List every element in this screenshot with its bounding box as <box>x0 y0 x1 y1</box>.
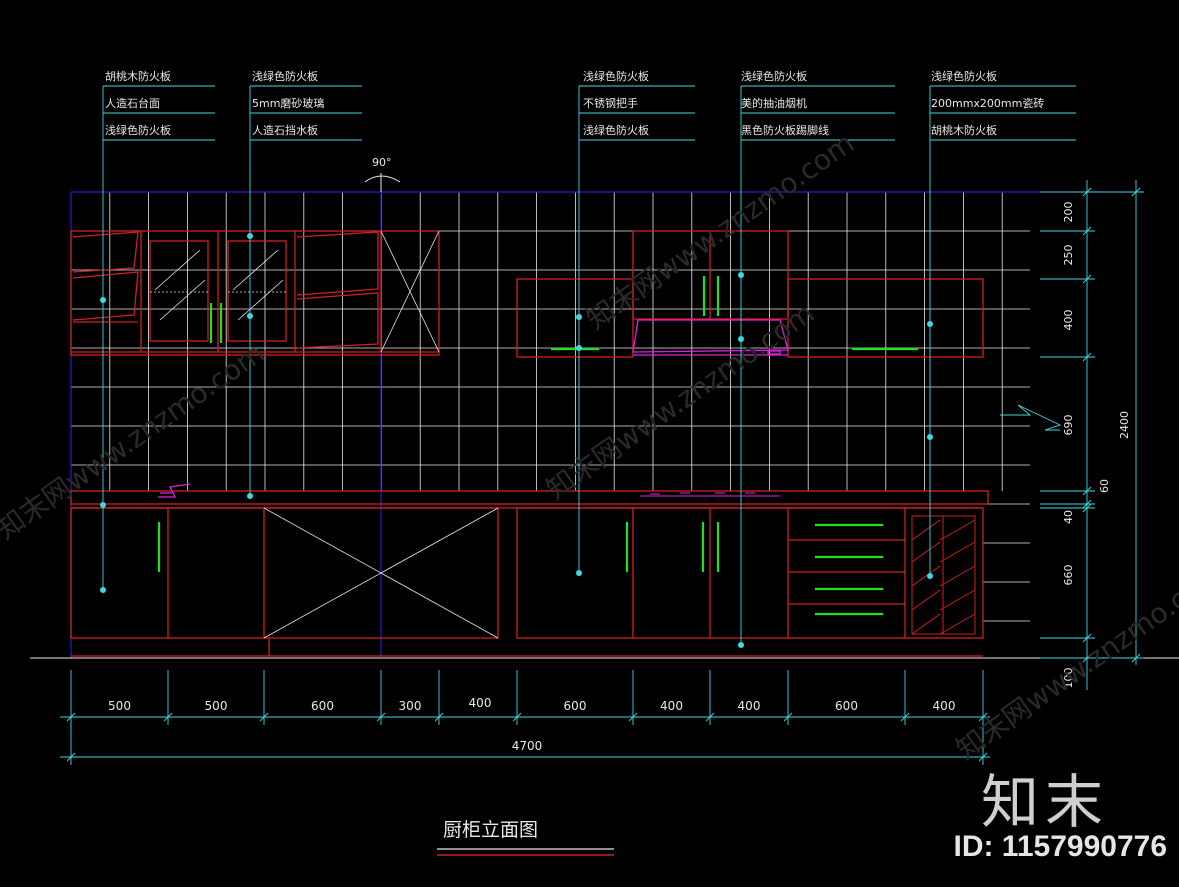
drawing-title: 厨柜立面图 <box>443 819 538 841</box>
leader-dot <box>927 573 933 579</box>
callout-label: 浅绿色防火板 <box>252 69 318 83</box>
brand-logo: 知末 <box>980 768 1109 836</box>
callout-label: 人造石台面 <box>105 96 160 110</box>
leader-dot <box>100 502 106 508</box>
dim-value: 400 <box>933 699 956 713</box>
dim-slash <box>978 752 988 762</box>
dim-value: 250 <box>1062 245 1075 266</box>
dim-value: 40 <box>1062 510 1075 524</box>
dim-value: 660 <box>1062 565 1075 586</box>
leader-dot <box>576 314 582 320</box>
dim-value: 600 <box>564 699 587 713</box>
dim-value: 100 <box>1062 668 1075 689</box>
leader-dot <box>738 272 744 278</box>
dim-slash <box>1131 187 1141 197</box>
leader-dot <box>247 493 253 499</box>
leader-dot <box>576 570 582 576</box>
dim-slash <box>1082 274 1092 284</box>
dim-slash <box>783 712 793 722</box>
dim-slash <box>705 712 715 722</box>
dim-slash <box>978 712 988 722</box>
callout-label: 5mm磨砂玻璃 <box>252 96 324 110</box>
dim-slash <box>1082 503 1092 513</box>
dim-value: 400 <box>1062 310 1075 331</box>
leader-dot <box>927 434 933 440</box>
dim-slash <box>900 712 910 722</box>
break-line <box>1000 404 1062 431</box>
leader-dot <box>576 345 582 351</box>
dim-slash <box>512 712 522 722</box>
callout-label: 黑色防火板踢脚线 <box>741 123 829 137</box>
leader-dot <box>100 587 106 593</box>
dim-slash <box>1131 653 1141 663</box>
dim-slash <box>1082 499 1092 509</box>
dim-slash <box>1082 653 1092 663</box>
angle-label: 90° <box>372 156 392 169</box>
leader-dot <box>247 313 253 319</box>
dim-value: 300 <box>399 699 422 713</box>
callout-label: 人造石挡水板 <box>252 123 318 137</box>
dim-slash <box>1082 352 1092 362</box>
leader-lines <box>100 85 1076 648</box>
dim-total: 2400 <box>1118 411 1131 439</box>
callout-label: 浅绿色防火板 <box>741 69 807 83</box>
dimension-lines <box>60 180 1144 765</box>
dim-total: 4700 <box>512 739 543 753</box>
dim-slash <box>66 752 76 762</box>
callout-label: 200mmx200mm瓷砖 <box>931 96 1044 110</box>
dim-value: 500 <box>108 699 131 713</box>
corner-cabinet-x <box>263 507 499 639</box>
callout-label: 胡桃木防火板 <box>105 69 171 83</box>
base-cabinets <box>70 490 989 657</box>
dim-value: 500 <box>205 699 228 713</box>
leader-dot <box>738 642 744 648</box>
leader-dot <box>100 297 106 303</box>
dim-slash <box>628 712 638 722</box>
cabinet-handles <box>157 276 918 616</box>
image-id: ID: 1157990776 <box>953 830 1167 863</box>
dim-value: 600 <box>311 699 334 713</box>
callout-label: 浅绿色防火板 <box>931 69 997 83</box>
cooktop <box>640 492 780 497</box>
dim-value: 60 <box>1098 479 1111 493</box>
dim-slash <box>1082 187 1092 197</box>
dim-slash <box>1082 226 1092 236</box>
callout-label: 浅绿色防火板 <box>105 123 171 137</box>
wine-rack <box>911 515 976 635</box>
leader-dot <box>738 336 744 342</box>
dim-value: 690 <box>1062 415 1075 436</box>
dim-value: 200 <box>1062 202 1075 223</box>
dim-value: 400 <box>738 699 761 713</box>
leader-dot <box>247 233 253 239</box>
callout-label: 浅绿色防火板 <box>583 69 649 83</box>
upper-cabinets-right <box>516 230 984 358</box>
dim-value: 400 <box>660 699 683 713</box>
callout-label: 美的抽油烟机 <box>741 96 807 110</box>
glass-diagonals <box>150 230 440 353</box>
callout-label: 浅绿色防火板 <box>583 123 649 137</box>
dim-slash <box>66 712 76 722</box>
leader-dot <box>927 321 933 327</box>
dim-slash <box>376 712 386 722</box>
callout-label: 胡桃木防火板 <box>931 123 997 137</box>
dimension-texts: 500 500 600 300 400 600 400 400 600 400 4700 200 250… <box>108 202 1131 754</box>
dim-value: 600 <box>835 699 858 713</box>
dim-value: 400 <box>469 696 492 710</box>
upper-cabinets-left <box>70 230 440 356</box>
dim-slash <box>163 712 173 722</box>
dim-slash <box>1082 633 1092 643</box>
range-hood <box>632 319 789 356</box>
callout-labels: 胡桃木防火板人造石台面浅绿色防火板浅绿色防火板5mm磨砂玻璃人造石挡水板浅绿色防… <box>105 69 1044 137</box>
dim-slash <box>1082 486 1092 496</box>
faucet-icon <box>158 483 191 498</box>
door-angle-mark: 90° <box>364 156 401 192</box>
dim-slash <box>259 712 269 722</box>
dim-slash <box>434 712 444 722</box>
callout-label: 不锈钢把手 <box>583 96 638 110</box>
